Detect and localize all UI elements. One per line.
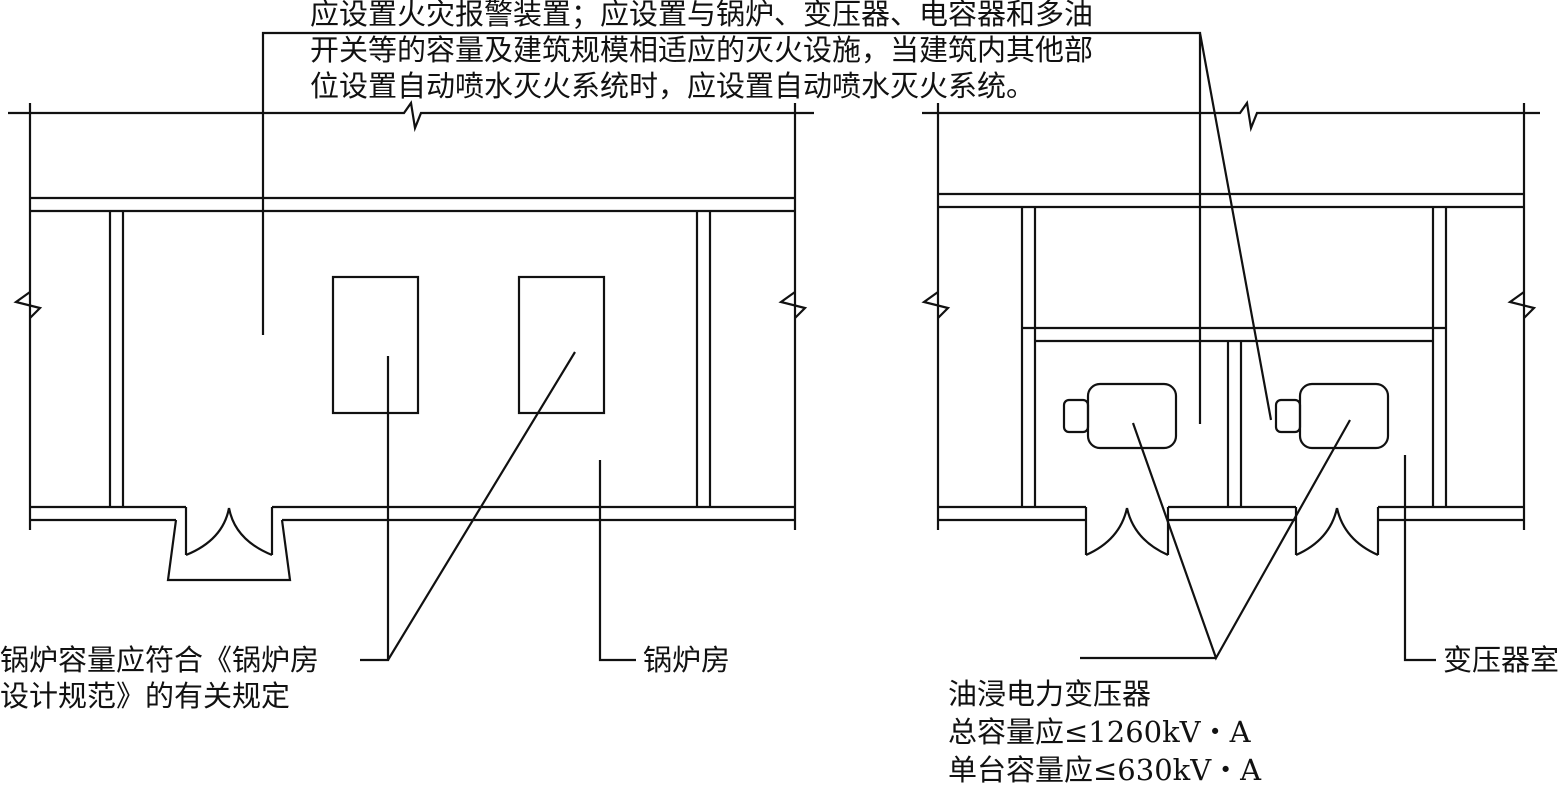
vestibule-outline bbox=[166, 519, 292, 582]
top-break-line-left bbox=[8, 100, 814, 133]
boiler-room-leader bbox=[598, 460, 636, 662]
door-b-swing bbox=[1295, 507, 1379, 557]
leader-lines bbox=[261, 31, 1436, 662]
boiler-room-plan bbox=[8, 100, 814, 582]
double-door-swing bbox=[185, 507, 273, 557]
transformer-line-3: 单台容量应≤630kV・A bbox=[948, 753, 1262, 787]
boiler-capacity-leader bbox=[360, 351, 576, 662]
transformer-line-2: 总容量应≤1260kV・A bbox=[948, 715, 1251, 749]
fire-requirement-line-3: 位设置自动喷水灭火系统时，应设置自动喷水灭火系统。 bbox=[310, 69, 1036, 103]
transformer-room-leader bbox=[1403, 455, 1436, 662]
boiler-unit-2 bbox=[517, 275, 606, 415]
transformer-room-plan bbox=[921, 100, 1540, 557]
transformer-unit-1 bbox=[1062, 382, 1178, 450]
fire-requirement-line-2: 开关等的容量及建筑规模相适应的灭火设施，当建筑内其他部 bbox=[310, 33, 1094, 67]
boiler-unit-1 bbox=[331, 275, 420, 415]
top-break-line-right bbox=[922, 100, 1540, 133]
boiler-room-label: 锅炉房 bbox=[643, 643, 731, 677]
transformer-unit-2 bbox=[1274, 382, 1390, 450]
fire-requirement-line-1: 应设置火灾报警装置；应设置与锅炉、变压器、电容器和多油 bbox=[310, 0, 1094, 31]
right-plan-left-break bbox=[921, 291, 951, 319]
fire-requirement-leader bbox=[261, 31, 1273, 424]
right-plan-right-break bbox=[1507, 291, 1537, 319]
boiler-capacity-line-1: 锅炉容量应符合《锅炉房 bbox=[0, 643, 320, 677]
left-break-symbol bbox=[13, 291, 43, 319]
right-break-symbol bbox=[778, 291, 808, 319]
boiler-capacity-line-2: 设计规范》的有关规定 bbox=[0, 679, 291, 713]
transformer-leader bbox=[1080, 419, 1351, 661]
transformer-room-label: 变压器室 bbox=[1443, 643, 1560, 677]
door-a-swing bbox=[1085, 507, 1169, 557]
transformer-line-1: 油浸电力变压器 bbox=[948, 677, 1152, 711]
